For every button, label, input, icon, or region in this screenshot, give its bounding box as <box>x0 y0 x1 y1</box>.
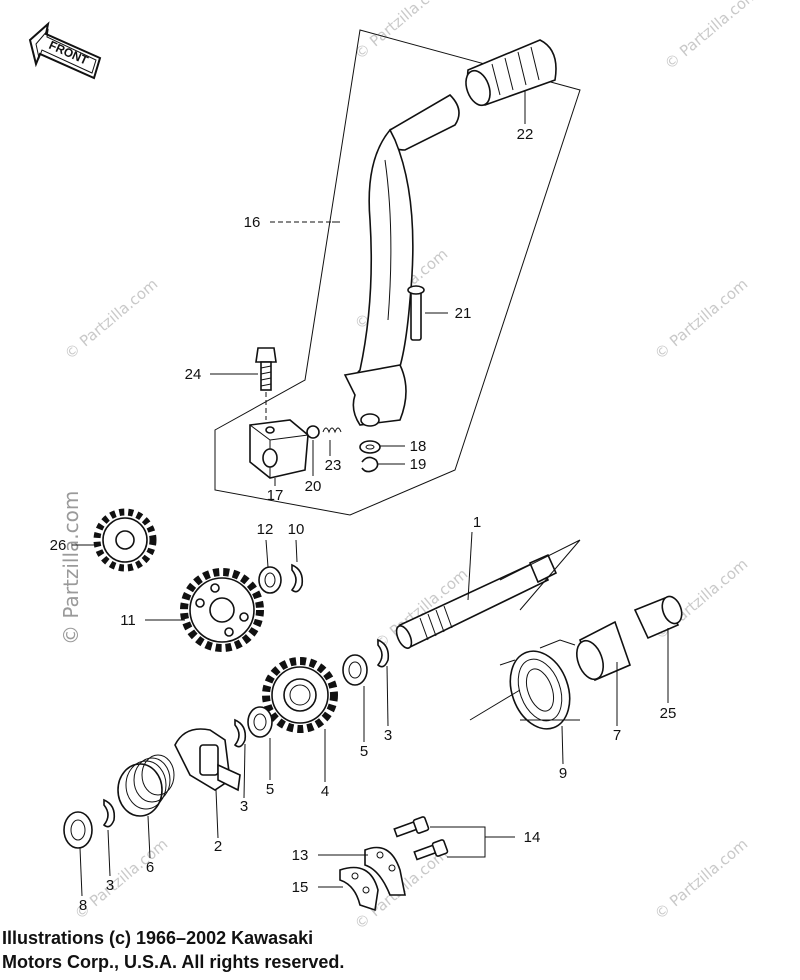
watermark: © Partzilla.com <box>61 275 161 363</box>
copyright-line-1: Illustrations (c) 1966–2002 Kawasaki <box>2 928 314 948</box>
callout-9: 9 <box>559 765 567 782</box>
watermark: © Partzilla.com <box>661 0 761 73</box>
assembly-outline-upper <box>214 29 581 516</box>
thrust-washer <box>258 566 282 594</box>
callout-21: 21 <box>455 305 472 322</box>
pivot-pin <box>407 285 425 341</box>
callout-1: 1 <box>473 514 481 531</box>
callout-20: 20 <box>305 478 322 495</box>
watermark: © Partzilla.com <box>651 835 751 923</box>
callout-12: 12 <box>257 521 274 538</box>
shaft-washer <box>342 654 368 686</box>
callout-3: 3 <box>240 798 248 815</box>
guide-plate <box>364 846 406 896</box>
callout-10: 10 <box>288 521 305 538</box>
ratchet-spring <box>117 754 175 817</box>
detent-spring <box>322 427 342 434</box>
end-circlip <box>102 798 116 828</box>
callout-18: 18 <box>410 438 427 455</box>
callout-16: 16 <box>244 214 261 231</box>
clamp-bolt <box>255 347 277 420</box>
callout-24: 24 <box>185 366 202 383</box>
shaft-circlip <box>376 638 390 668</box>
callout-2: 2 <box>214 838 222 855</box>
ratchet-circlip <box>233 718 247 748</box>
end-washer <box>63 811 93 849</box>
callout-15: 15 <box>292 879 309 896</box>
watermark: © Partzilla.com <box>59 491 83 645</box>
callout-26: 26 <box>50 537 67 554</box>
return-spring <box>469 639 580 730</box>
spring-guide <box>576 620 632 682</box>
callout-5: 5 <box>266 781 274 798</box>
guide-plate-lower <box>339 866 379 912</box>
circlip <box>290 563 304 593</box>
callout-7: 7 <box>613 727 621 744</box>
callout-23: 23 <box>325 457 342 474</box>
callout-labels: 1 2 3 3 3 3 4 5 5 6 7 8 9 10 11 12 13 14… <box>50 126 677 914</box>
copyright-line-2: Motors Corp., U.S.A. All rights reserved… <box>2 952 345 972</box>
callout-19: 19 <box>410 456 427 473</box>
front-arrow-tag: FRONT <box>28 21 102 80</box>
callout-3: 3 <box>384 727 392 744</box>
callout-11: 11 <box>120 612 136 629</box>
gear-large <box>180 568 264 652</box>
callout-17: 17 <box>267 487 284 504</box>
callout-8: 8 <box>79 897 87 914</box>
shaft-bushing <box>633 595 683 640</box>
kick-lever <box>343 93 460 427</box>
callout-14: 14 <box>524 829 541 846</box>
washer <box>359 440 381 454</box>
kick-pedal-rubber <box>465 39 557 107</box>
retaining-clip <box>361 456 379 473</box>
lever-clamp <box>249 419 309 479</box>
callout-5: 5 <box>360 743 368 760</box>
callout-25: 25 <box>660 705 677 722</box>
kick-ratchet <box>174 728 241 792</box>
callout-4: 4 <box>321 783 329 800</box>
kick-shaft <box>395 539 581 650</box>
gear-small <box>93 508 157 572</box>
kick-gear <box>262 657 338 733</box>
guide-bolts <box>393 816 449 861</box>
leader-lines <box>72 90 669 897</box>
callout-22: 22 <box>517 126 534 143</box>
ratchet-washer <box>247 706 273 738</box>
copyright-notice: Illustrations (c) 1966–2002 Kawasaki Mot… <box>2 926 522 974</box>
watermark: © Partzilla.com <box>651 275 751 363</box>
callout-13: 13 <box>292 847 309 864</box>
callout-6: 6 <box>146 859 154 876</box>
callout-3: 3 <box>106 877 114 894</box>
detent-ball <box>306 425 320 439</box>
